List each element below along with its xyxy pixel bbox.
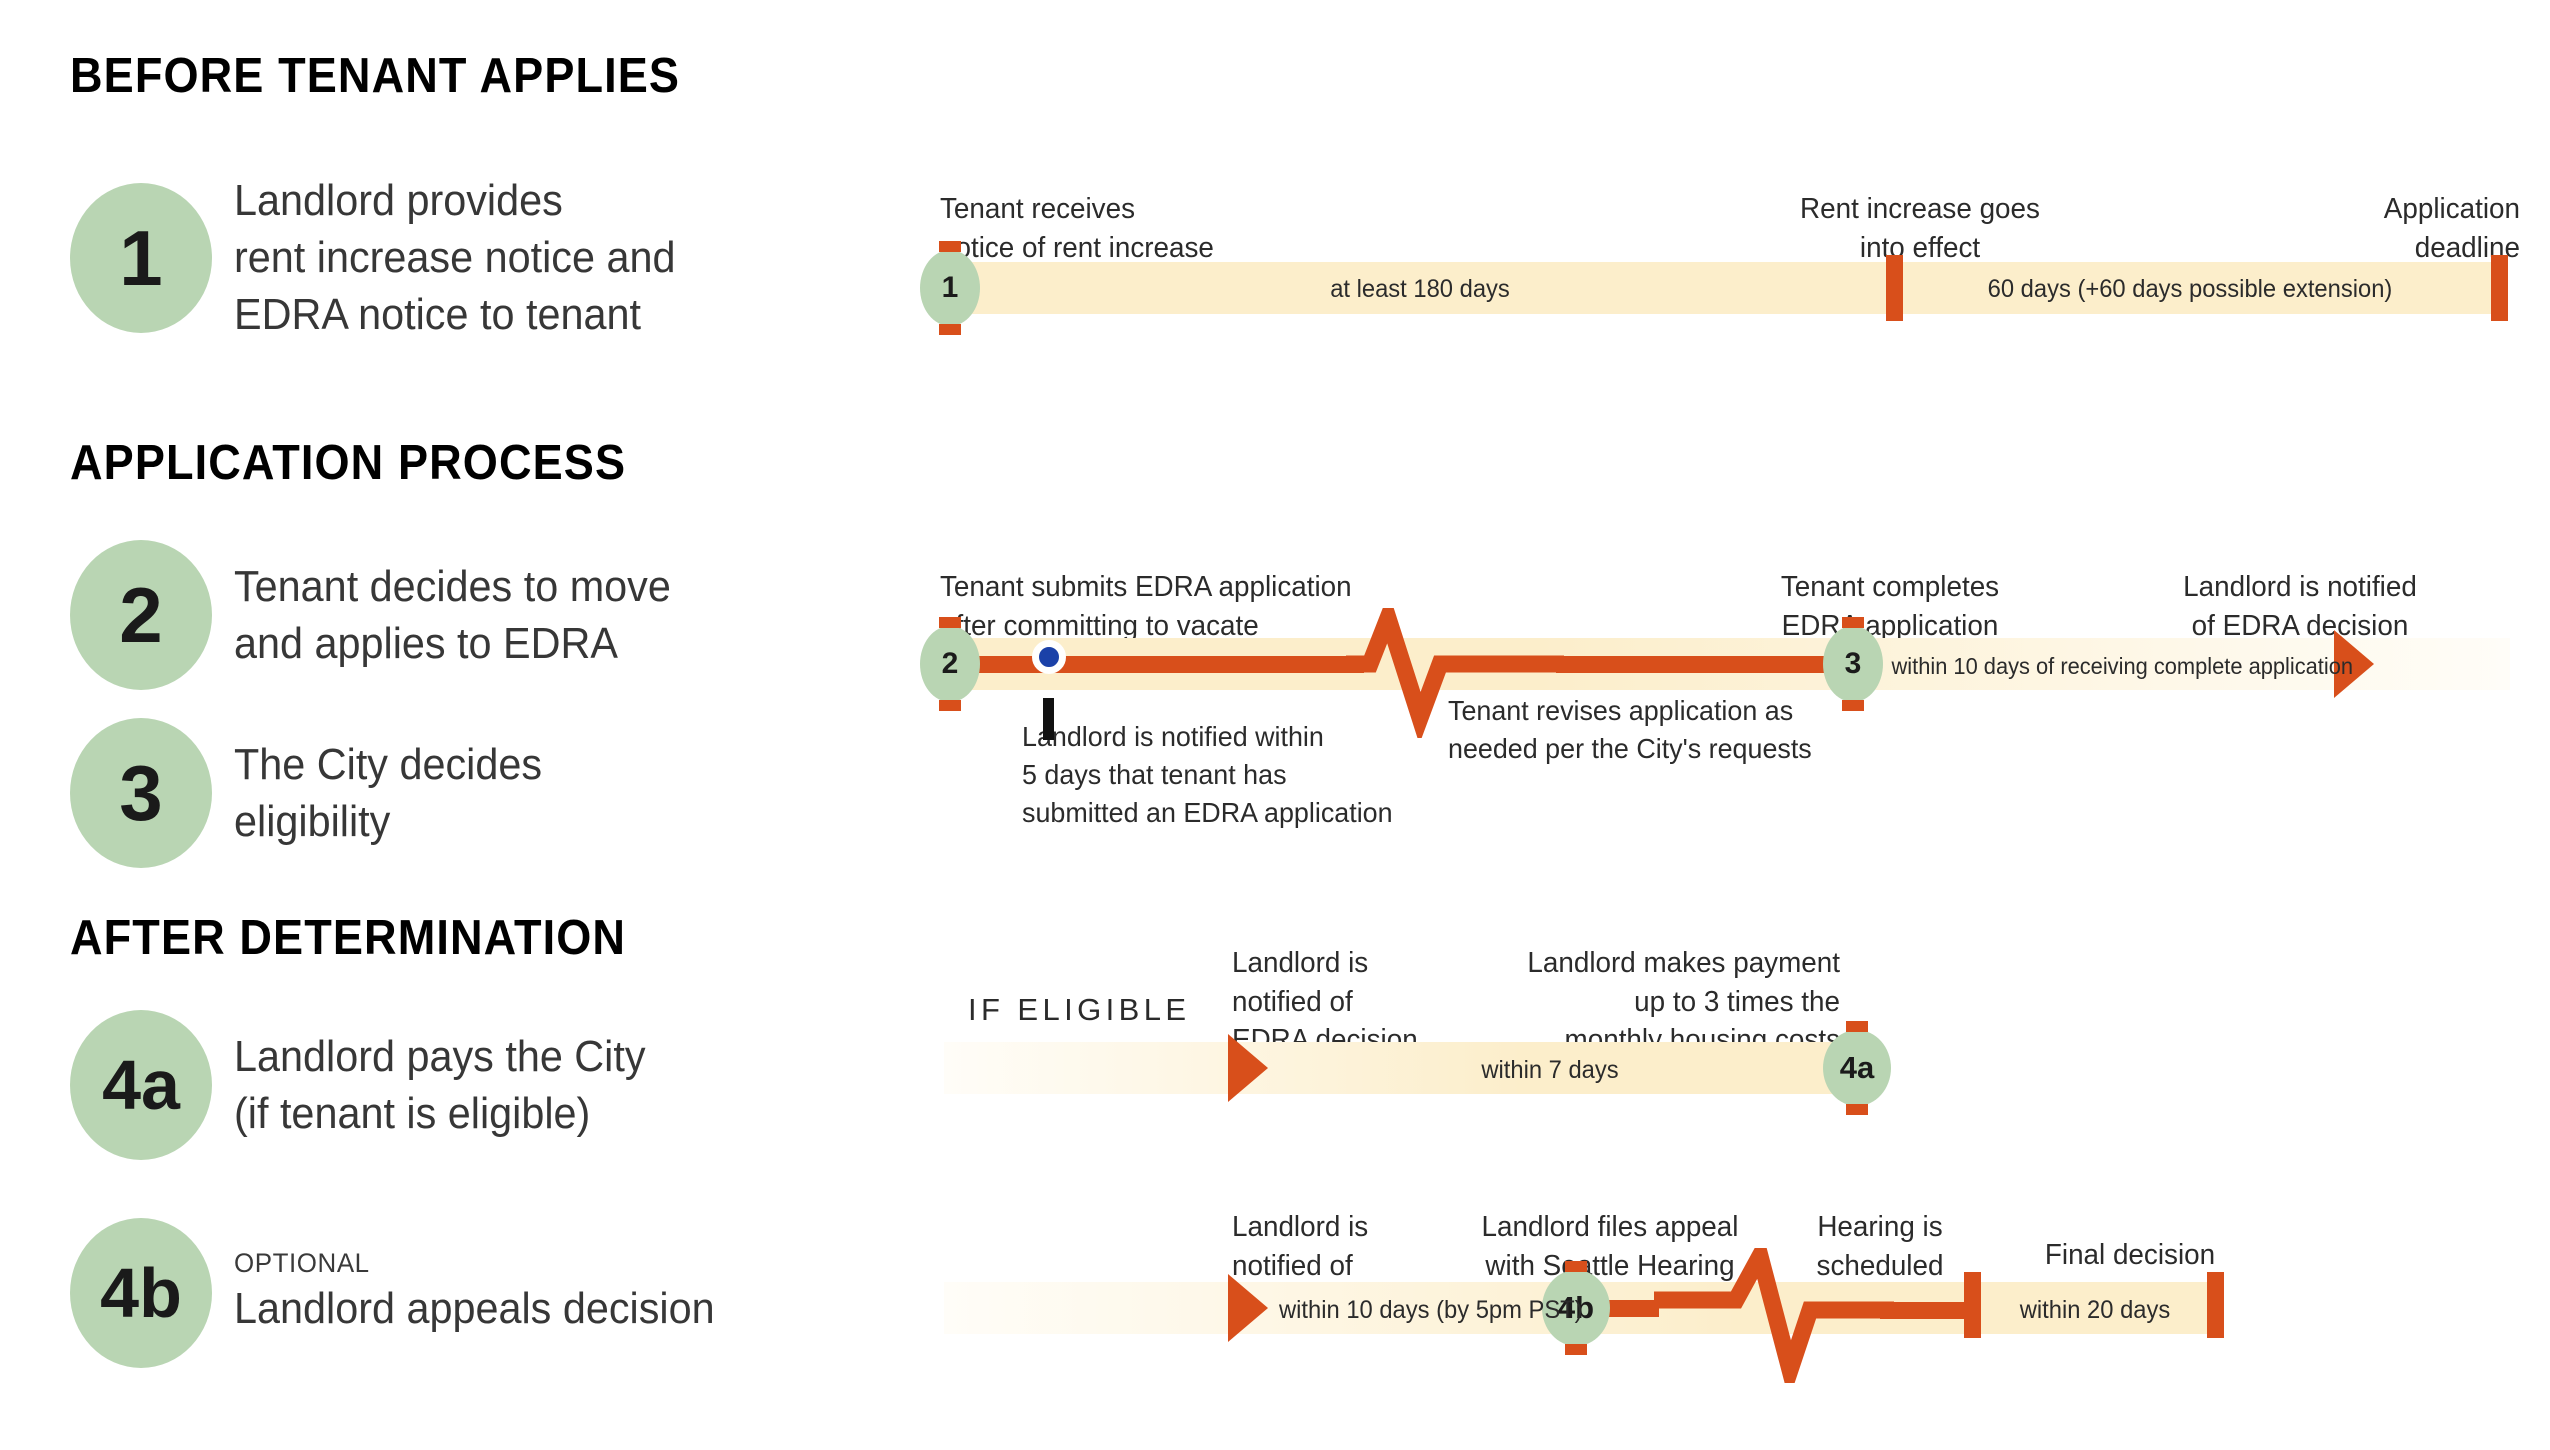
timeline-2-line-segment-a (944, 656, 1364, 673)
timeline-4-duration-appeal: within 10 days (by 5pm PST) (1279, 1296, 1583, 1324)
node-tick-top-icon (1565, 1261, 1587, 1272)
timeline-3-node-4a: 4a (1823, 1021, 1891, 1115)
step-label-4b-wrap: OPTIONAL Landlord appeals decision (234, 1247, 745, 1338)
step-label-4b: Landlord appeals decision (234, 1284, 715, 1334)
timeline-2-label-start: Tenant submits EDRA application after co… (940, 571, 1352, 642)
section-heading-application-process: APPLICATION PROCESS (70, 436, 627, 490)
step-badge-1: 1 (70, 182, 212, 333)
step-badge-4b: 4b (70, 1218, 212, 1368)
timeline-3-duration-payment: within 7 days (1481, 1056, 1619, 1084)
timeline-1-mid-bar (1886, 255, 1903, 321)
node-tick-bottom-icon (1846, 1104, 1868, 1115)
timeline-1-label-end: Application deadline (2383, 193, 2520, 264)
step-row-4b: 4b OPTIONAL Landlord appeals decision (70, 1218, 890, 1368)
timeline-1-end-bar (2491, 255, 2508, 321)
timeline-1-label-mid: Rent increase goes into effect (1800, 193, 2040, 264)
optional-tag-4b: OPTIONAL (234, 1247, 370, 1278)
timeline-4-zigzag-icon (1654, 1248, 1894, 1383)
step-row-1: 1 Landlord provides rent increase notice… (70, 172, 890, 344)
timeline-2-line-segment-b (1556, 656, 1856, 673)
node-tick-bottom-icon (1842, 700, 1864, 711)
step-badge-3: 3 (70, 718, 212, 868)
step-badge-2: 2 (70, 540, 212, 690)
node-tick-top-icon (1842, 617, 1864, 628)
timeline-3-band (944, 1042, 1874, 1094)
node-tick-bottom-icon (939, 700, 961, 711)
timeline-4-duration-final: within 20 days (2019, 1296, 2171, 1324)
timeline-2-note-zigzag: Tenant revises application as needed per… (1448, 695, 1812, 765)
blue-dot-connector-icon (1043, 698, 1054, 740)
timeline-2-zigzag-icon (1346, 608, 1564, 738)
timeline-4-line-segment-a (1604, 1300, 1659, 1317)
section-heading-before-tenant-applies: BEFORE TENANT APPLIES (70, 49, 681, 103)
timeline-4-final-bar (2207, 1272, 2224, 1338)
node-tick-bottom-icon (1565, 1344, 1587, 1355)
timeline-1-label-start: Tenant receives notice of rent increase (940, 193, 1214, 264)
timeline-2-arrow-icon (2334, 630, 2374, 698)
step-row-2: 2 Tenant decides to move and applies to … (70, 540, 890, 690)
step-label-1: Landlord provides rent increase notice a… (234, 176, 676, 340)
timeline-1-node-label: 1 (941, 271, 959, 304)
timeline-2-note-blue-dot: Landlord is notified within 5 days that … (1022, 721, 1393, 829)
timeline-2-node-2-label: 2 (941, 647, 959, 680)
node-tick-top-icon (1846, 1021, 1868, 1032)
step-label-2: Tenant decides to move and applies to ED… (234, 561, 671, 668)
step-label-4a: Landlord pays the City (if tenant is eli… (234, 1031, 646, 1138)
timeline-2-label-end: Landlord is notified of EDRA decision (2183, 571, 2417, 642)
timeline-1-duration-first: at least 180 days (1330, 275, 1510, 303)
timeline-3-node-label: 4a (1839, 1050, 1875, 1085)
timeline-2-node-2: 2 (920, 617, 980, 711)
timeline-4-node-4b: 4b (1542, 1261, 1610, 1355)
if-eligible-tag: IF ELIGIBLE (968, 992, 1191, 1027)
step-row-3: 3 The City decides eligibility (70, 718, 890, 868)
timeline-4-arrow-icon (1228, 1274, 1268, 1342)
timeline-1-node-1: 1 (920, 241, 980, 335)
step-row-4a: 4a Landlord pays the City (if tenant is … (70, 1010, 890, 1160)
section-heading-after-determination: AFTER DETERMINATION (70, 911, 627, 965)
timeline-2-node-3: 3 (1823, 617, 1883, 711)
timeline-1-band (944, 262, 2508, 314)
node-tick-top-icon (939, 241, 961, 252)
timeline-1-duration-second: 60 days (+60 days possible extension) (1987, 275, 2393, 303)
timeline-4-node-label: 4b (1557, 1290, 1595, 1325)
timeline-3-arrow-icon (1228, 1034, 1268, 1102)
blue-dot-marker-icon (1032, 640, 1066, 674)
timeline-4-line-segment-b (1880, 1302, 1975, 1319)
step-badge-4a: 4a (70, 1010, 212, 1160)
node-tick-bottom-icon (939, 324, 961, 335)
step-label-3: The City decides eligibility (234, 739, 543, 846)
timeline-2-duration-decision: within 10 days of receiving complete app… (1891, 653, 2354, 679)
node-tick-top-icon (939, 617, 961, 628)
timeline-2-node-3-label: 3 (1844, 647, 1862, 680)
timeline-2-label-mid: Tenant completes EDRA application (1780, 571, 2000, 642)
